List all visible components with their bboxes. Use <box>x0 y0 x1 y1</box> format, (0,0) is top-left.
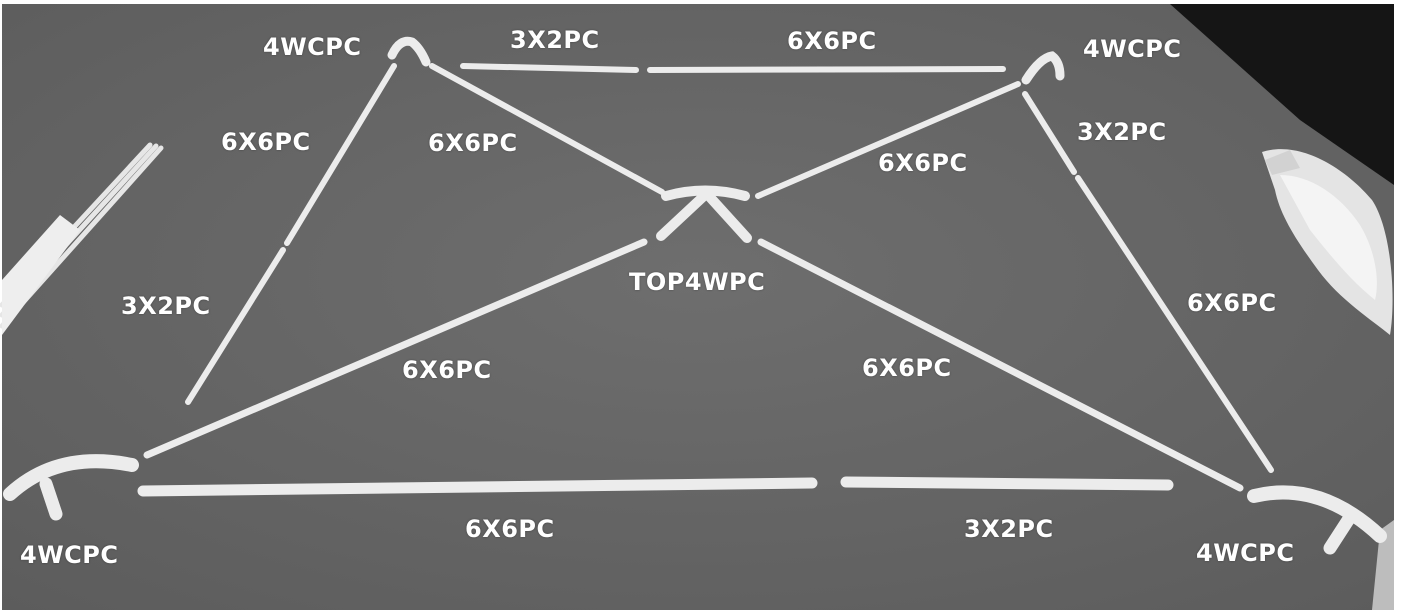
pipe-bottom-short <box>840 476 1174 491</box>
pipe-top-short <box>460 63 639 73</box>
pipe-bottom-long <box>137 477 818 497</box>
label-rafter-bottom-left: 6X6PC <box>402 356 492 384</box>
pipe-rafter-top-left <box>429 63 665 195</box>
label-left-lower: 3X2PC <box>121 292 211 320</box>
corner-connector-top-left <box>387 36 431 67</box>
label-top-long: 6X6PC <box>787 27 877 55</box>
pipe-rafter-bottom-right <box>757 238 1244 492</box>
pipe-right-lower <box>1075 175 1274 473</box>
pipe-top-long <box>647 66 1006 73</box>
label-corner-top-left: 4WCPC <box>263 33 362 61</box>
pipe-left-upper <box>284 63 397 246</box>
dark-wall-corner <box>1170 4 1394 185</box>
corner-connector-bottom-left <box>3 454 139 521</box>
pipe-right-upper <box>1022 91 1077 175</box>
label-rafter-top-left: 6X6PC <box>428 129 518 157</box>
corner-connector-top-right <box>1021 51 1065 85</box>
label-corner-top-right: 4WCPC <box>1083 35 1182 63</box>
label-right-lower: 6X6PC <box>1187 289 1277 317</box>
label-rafter-bottom-right: 6X6PC <box>862 354 952 382</box>
label-bottom-long: 6X6PC <box>465 515 555 543</box>
label-corner-bottom-right: 4WCPC <box>1196 539 1295 567</box>
pipe-left-lower <box>185 247 286 405</box>
top-connector-part <box>656 185 752 243</box>
parts-bag <box>1262 149 1393 335</box>
pipe-bundle-white <box>2 215 80 335</box>
corner-connector-bottom-right <box>1247 485 1387 555</box>
label-right-upper: 3X2PC <box>1077 118 1167 146</box>
label-top-short: 3X2PC <box>510 26 600 54</box>
label-rafter-top-right: 6X6PC <box>878 149 968 177</box>
label-top-connector: TOP4WPC <box>629 268 766 296</box>
pipe-rafter-top-right <box>755 81 1021 199</box>
pipe-rafter-bottom-left <box>143 238 648 459</box>
label-left-upper: 6X6PC <box>221 128 311 156</box>
label-bottom-short: 3X2PC <box>964 515 1054 543</box>
label-corner-bottom-left: 4WCPC <box>20 541 119 569</box>
floor-edge <box>1372 520 1394 610</box>
